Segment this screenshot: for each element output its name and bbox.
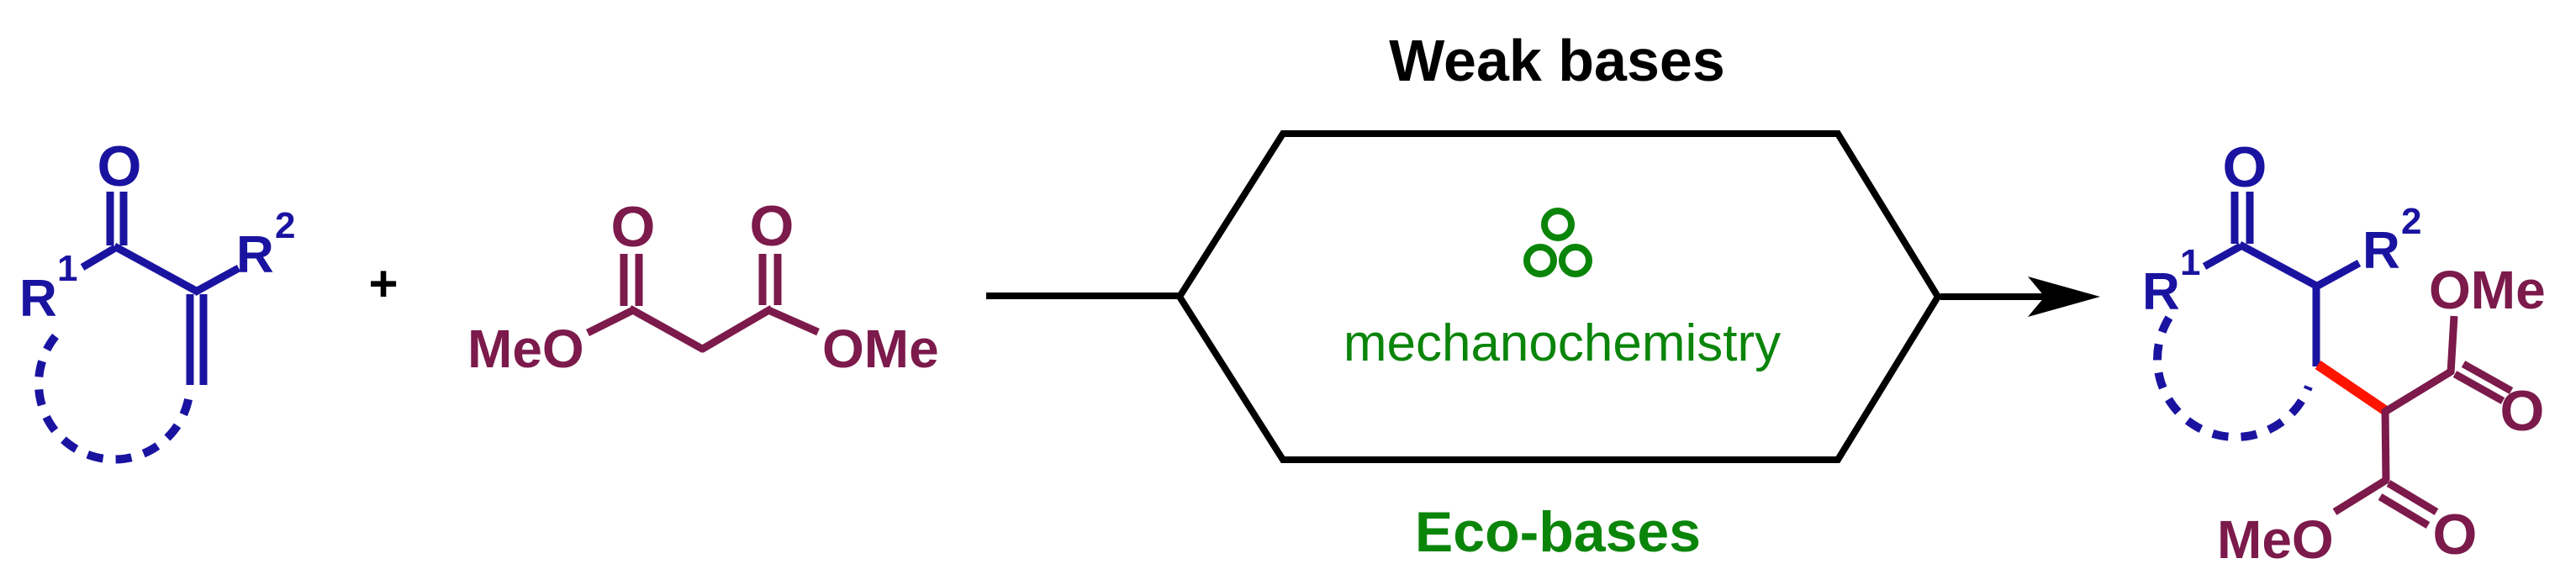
vinyl-r2-bond	[192, 265, 241, 296]
meo-c1-bond	[585, 306, 636, 337]
c-vinyl-bond	[112, 243, 200, 295]
product-ketone-oxygen-label: O	[2223, 135, 2267, 199]
product-ring-dashed-arc	[2153, 315, 2313, 441]
product-r2-label: R	[2362, 222, 2400, 280]
mill-ball-bottom-left	[1523, 244, 1557, 277]
plus-sign: +	[368, 256, 398, 312]
enone-r2-label: R	[236, 226, 274, 284]
mechanochemistry-label: mechanochemistry	[1343, 314, 1781, 372]
reactant-enone-structure: O R 1 R 2	[19, 134, 295, 464]
product-r1-superscript: 1	[2180, 242, 2200, 283]
conditions-hexagon	[1175, 130, 1942, 463]
product-ester-upper-oxygen-label: O	[2500, 379, 2545, 443]
product-m-c4-bond	[2381, 408, 2390, 482]
ball-mill-balls-icon	[1523, 208, 1592, 277]
eco-bases-label: Eco-bases	[1415, 500, 1701, 564]
enone-r1-superscript: 1	[57, 248, 77, 289]
product-meo-lower-label: MeO	[2217, 509, 2334, 570]
product-c-r1-bond	[2202, 243, 2243, 270]
c2-ome-bond	[767, 306, 820, 336]
product-r2-superscript: 2	[2401, 201, 2421, 242]
optional-ring-dashed-arc	[34, 333, 193, 464]
mill-ball-bottom-right	[1559, 244, 1592, 277]
product-c4-meo-bond	[2332, 476, 2390, 515]
reaction-arrow	[1940, 277, 2100, 317]
product-ester-lower-oxygen-label: O	[2433, 503, 2478, 567]
malonate-left-oxygen-label: O	[611, 195, 656, 259]
malonate-right-oxygen-label: O	[750, 194, 794, 258]
product-c3-o-double-line-1	[2452, 371, 2505, 404]
enone-r1-label: R	[19, 270, 57, 328]
product-c-ch-bond	[2237, 241, 2320, 290]
enone-ketone-oxygen-label: O	[98, 134, 142, 198]
reaction-arrowhead	[2028, 277, 2100, 317]
c-r1-bond	[80, 245, 118, 271]
new-cc-bond-red	[2315, 361, 2389, 415]
product-structure: O R 1 R 2 OMe O MeO O	[2142, 135, 2546, 570]
mill-ball-top	[1541, 208, 1575, 241]
conditions-box: Weak bases mechanochemistry Eco-bases	[986, 28, 2100, 564]
product-ch-r2-bond	[2312, 260, 2362, 291]
ch2-c2-bond	[699, 305, 774, 353]
malonate-ome-label: OMe	[822, 319, 939, 379]
weak-bases-label: Weak bases	[1389, 28, 1725, 93]
product-r1-label: R	[2142, 263, 2180, 321]
product-c4-o-double-line-1	[2386, 480, 2439, 515]
product-m-c3-bond	[2381, 367, 2455, 416]
malonate-meo-label: MeO	[467, 319, 584, 379]
reactant-malonate-structure: O O MeO OMe	[467, 194, 939, 379]
c1-ch2-bond	[627, 305, 706, 353]
product-c3-ome-bond	[2447, 315, 2458, 374]
product-c4-o-double-line-2	[2378, 493, 2431, 529]
product-c3-o-double-line-2	[2461, 361, 2514, 394]
enone-r2-superscript: 2	[275, 205, 295, 246]
product-ome-upper-label: OMe	[2429, 260, 2546, 320]
